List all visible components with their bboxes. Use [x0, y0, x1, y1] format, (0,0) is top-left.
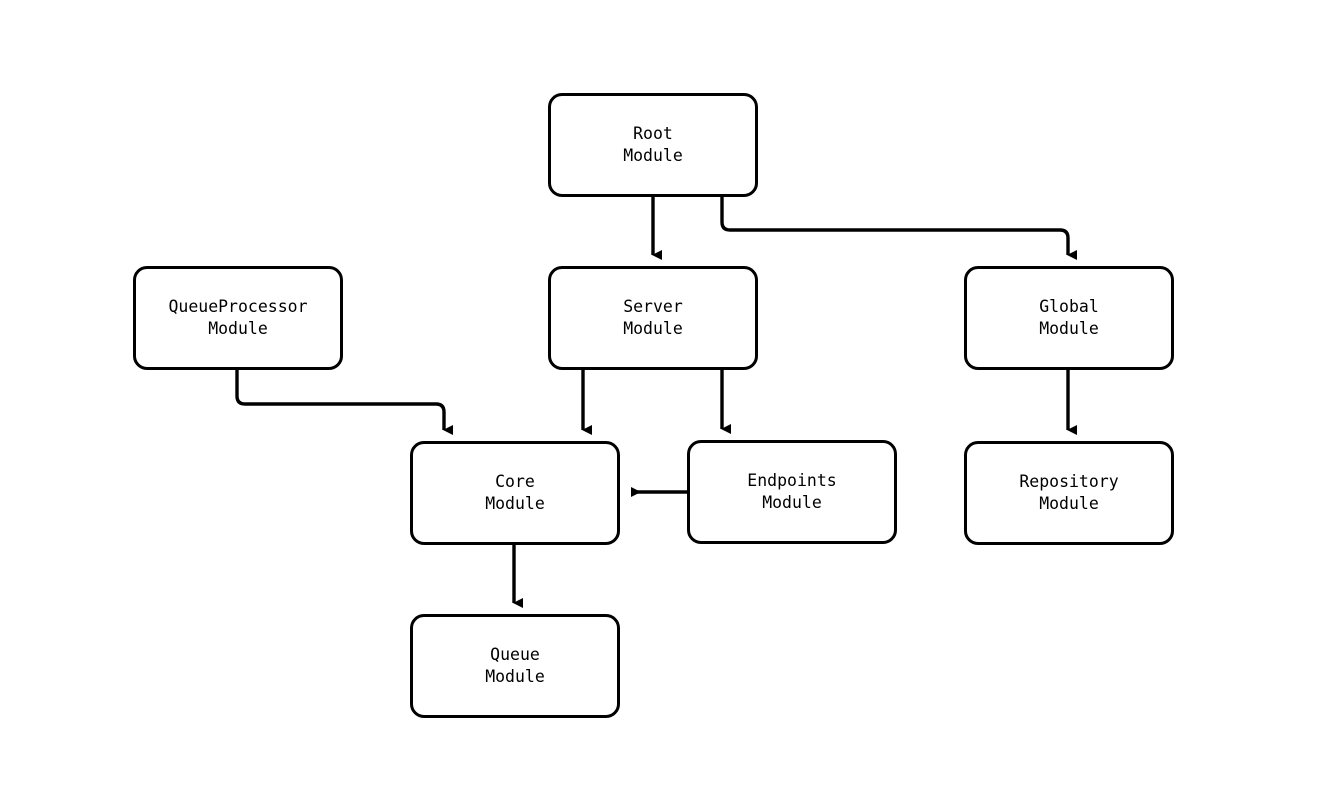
node-global-label-line2: Module: [1039, 319, 1099, 338]
node-root-label-line1: Root: [633, 124, 673, 143]
edge-queueprocessor-to-core: [235, 370, 453, 435]
node-server-label-line1: Server: [623, 297, 683, 316]
node-queue-label-line1: Queue: [490, 645, 540, 664]
node-endpoints[interactable]: Endpoints Module: [687, 440, 897, 544]
node-endpoints-label-line2: Module: [762, 493, 822, 512]
node-root-label-line2: Module: [623, 146, 683, 165]
node-server-label-line2: Module: [623, 319, 683, 338]
node-queue-label-line2: Module: [485, 667, 545, 686]
node-repository-label-line1: Repository: [1019, 472, 1119, 491]
node-repository-label-line2: Module: [1039, 494, 1099, 513]
node-endpoints-label-line1: Endpoints: [747, 471, 837, 490]
node-queueprocessor-label-line1: QueueProcessor: [168, 297, 308, 316]
node-global[interactable]: Global Module: [964, 266, 1174, 370]
edge-root-to-global: [720, 197, 1077, 260]
node-queue[interactable]: Queue Module: [410, 614, 620, 718]
node-repository[interactable]: Repository Module: [964, 441, 1174, 545]
node-global-label-line1: Global: [1039, 297, 1099, 316]
node-core[interactable]: Core Module: [410, 441, 620, 545]
node-root[interactable]: Root Module: [548, 93, 758, 197]
node-queueprocessor-label-line2: Module: [208, 319, 268, 338]
node-queueprocessor[interactable]: QueueProcessor Module: [133, 266, 343, 370]
node-core-label-line2: Module: [485, 494, 545, 513]
node-core-label-line1: Core: [495, 472, 535, 491]
node-server[interactable]: Server Module: [548, 266, 758, 370]
